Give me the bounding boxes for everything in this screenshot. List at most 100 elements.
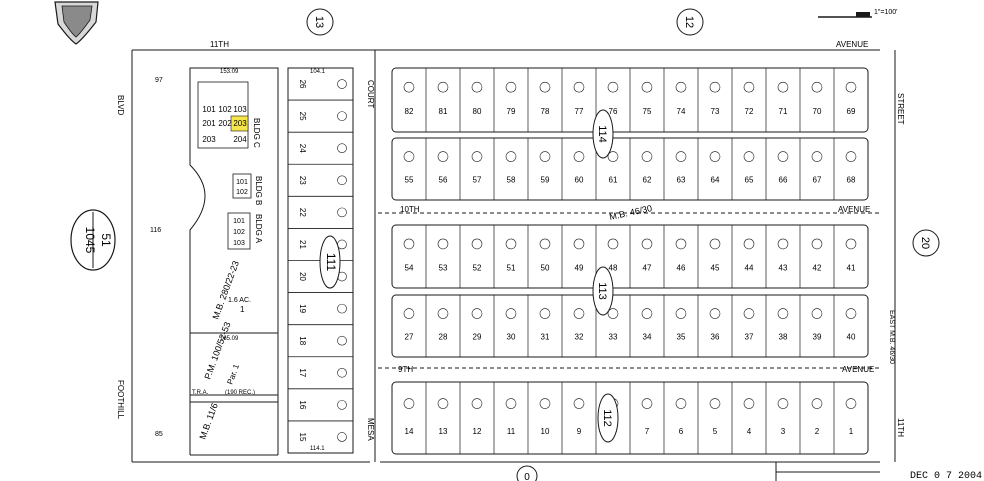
bldg-a: 101 102 103 BLDG A — [227, 212, 263, 250]
lot-number: 68 — [847, 176, 856, 185]
svg-text:102: 102 — [236, 189, 248, 196]
street-11th-right: 11TH — [896, 418, 905, 437]
parcel-circle — [337, 79, 347, 89]
lot-number: 7 — [645, 427, 650, 436]
parcel-circle — [471, 308, 483, 319]
svg-text:13: 13 — [313, 16, 325, 28]
lot-number: 51 — [507, 263, 516, 272]
parcel-circle — [403, 151, 415, 162]
lot-number: 72 — [745, 107, 754, 116]
num-116: 116 — [150, 227, 161, 234]
lot-number: 30 — [507, 333, 516, 342]
lot-number: 46 — [677, 263, 686, 272]
lot-number: 59 — [541, 176, 550, 185]
street-blvd: BLVD — [116, 95, 125, 116]
left-parcel — [189, 67, 279, 456]
scale-bar: 1"=100' — [818, 9, 897, 18]
parcel-circle — [743, 238, 755, 250]
street-street-right: STREET — [896, 93, 905, 125]
lot-number: 81 — [439, 107, 448, 116]
street-lines — [131, 49, 896, 481]
lot-number: 38 — [779, 333, 788, 342]
street-foothill: FOOTHILL — [116, 380, 125, 420]
lot-number: 80 — [473, 107, 482, 116]
lot-number: 23 — [298, 176, 307, 185]
bldg-b: 101 102 BLDG B — [232, 173, 263, 205]
county-seal — [54, 1, 99, 45]
lot-number: 45 — [711, 263, 720, 272]
parcel-circle — [573, 238, 585, 250]
parcel-circle — [539, 308, 551, 319]
parcel-circle — [777, 81, 789, 93]
lot-number: 66 — [779, 176, 788, 185]
mb-46-30-label: M.B. 46/30 — [608, 203, 653, 222]
lot-number: 18 — [298, 336, 307, 345]
parcel-circle — [709, 398, 721, 409]
parcel-circle — [777, 151, 789, 162]
parcel-circle — [811, 81, 823, 93]
lot-number: 20 — [298, 272, 307, 281]
parcel-circle — [641, 81, 653, 93]
parcel-circle — [607, 151, 619, 162]
lot-number: 29 — [473, 333, 482, 342]
parcel-circle — [539, 81, 551, 93]
parcel-circle — [709, 308, 721, 319]
parcel-circle — [437, 398, 449, 409]
svg-text:203: 203 — [233, 119, 247, 128]
parcel-circle — [437, 151, 449, 162]
svg-text:0: 0 — [524, 472, 530, 481]
lot-number: 37 — [745, 333, 754, 342]
parcel-circle — [777, 398, 789, 409]
parcel-circle — [505, 81, 517, 93]
lot-number: 64 — [711, 176, 720, 185]
lot-number: 6 — [679, 427, 684, 436]
bldg-c: 101 102 103 201 202 203 203 204 BLDG C — [197, 81, 261, 149]
lot-number: 10 — [541, 427, 550, 436]
parcel-circle — [437, 308, 449, 319]
lot-number: 22 — [298, 208, 307, 217]
parcel-circle — [845, 238, 857, 250]
parcel-circle — [403, 308, 415, 319]
parcel-circle — [845, 81, 857, 93]
num-85: 85 — [155, 431, 163, 438]
lot-number: 48 — [609, 263, 618, 272]
parcel-circle — [403, 81, 415, 93]
lot-number: 52 — [473, 263, 482, 272]
bldg-c-label: BLDG C — [252, 118, 261, 148]
svg-text:101: 101 — [236, 179, 248, 186]
lot-number: 26 — [298, 80, 307, 89]
parcel-circle — [337, 367, 347, 378]
acreage-label: 1.6 AC. — [228, 297, 251, 304]
lot-number: 39 — [813, 333, 822, 342]
parcel-circle — [607, 81, 619, 93]
lot-number: 56 — [439, 176, 448, 185]
parcel-circle — [675, 238, 687, 250]
parcel-circle — [337, 175, 347, 186]
lot-number: 36 — [711, 333, 720, 342]
lot-number: 78 — [541, 107, 550, 116]
lot-number: 33 — [609, 333, 618, 342]
lot-number: 14 — [405, 427, 414, 436]
parcel-circle — [337, 143, 347, 154]
map-number-badge: 1045 51 — [70, 209, 116, 271]
lot-number: 77 — [575, 107, 584, 116]
street-10th-avenue: AVENUE — [838, 205, 870, 214]
lot-number: 53 — [439, 263, 448, 272]
parcel-circle — [505, 308, 517, 319]
lot-number: 62 — [643, 176, 652, 185]
lot-number: 32 — [575, 333, 584, 342]
svg-text:202: 202 — [218, 119, 232, 128]
lot-number: 31 — [541, 333, 550, 342]
lot-number: 61 — [609, 176, 618, 185]
parcel-circle — [845, 398, 857, 409]
lot-number: 60 — [575, 176, 584, 185]
dim-165: 165.09 — [220, 336, 239, 342]
street-court: COURT — [366, 80, 375, 108]
svg-text:101: 101 — [202, 105, 216, 114]
parcel-circle — [675, 81, 687, 93]
parcel-circle — [573, 308, 585, 319]
lot-number: 19 — [298, 304, 307, 313]
